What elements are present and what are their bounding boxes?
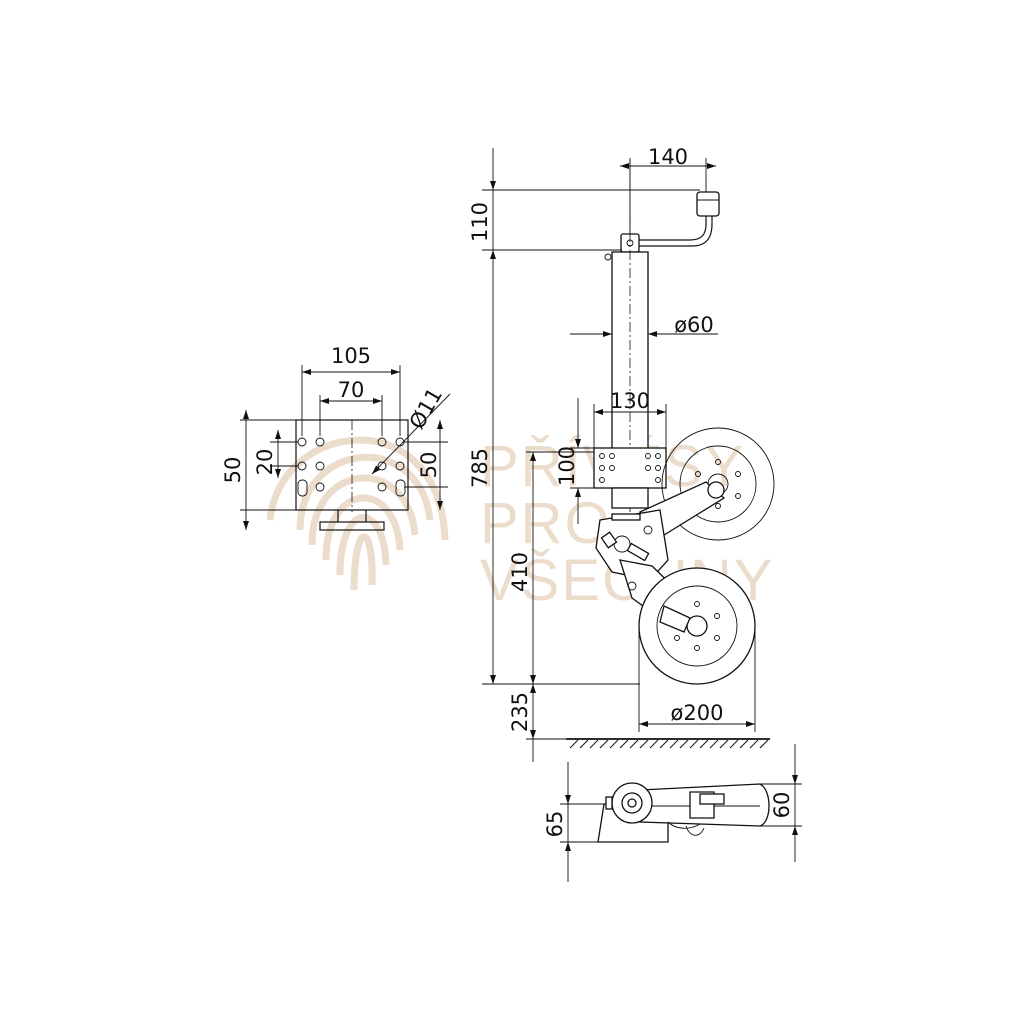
dim-crank-reach: 140 xyxy=(648,145,688,169)
ground-line xyxy=(566,738,770,749)
dim-ground-travel: 235 xyxy=(508,692,532,732)
dim-tube-diameter: ø60 xyxy=(674,313,714,337)
plate-foot xyxy=(319,521,385,531)
watermark-line-2: PRO xyxy=(480,491,612,556)
dim-axle-height: 410 xyxy=(508,552,532,592)
dim-hole-pitch: 20 xyxy=(253,449,277,476)
dim-plate-height-left: 50 xyxy=(221,457,245,484)
mounting-plate-view: 105 70 Ø11 50 20 50 xyxy=(221,344,451,531)
jockey-wheel-side-view: 140 110 785 ø60 130 100 410 235 xyxy=(468,145,775,762)
dim-base-height-right: 60 xyxy=(770,792,794,819)
crank-handle xyxy=(604,191,720,261)
dim-plate-width: 105 xyxy=(331,344,371,368)
dim-wheel-diameter: ø200 xyxy=(671,701,724,725)
dim-hole-spacing: 70 xyxy=(338,378,365,402)
clamp-plate xyxy=(593,447,667,489)
dim-clamp-height: 100 xyxy=(555,446,579,486)
dim-hole-diameter: Ø11 xyxy=(405,384,447,433)
dim-crank-height: 110 xyxy=(468,202,492,242)
dim-base-height-left: 65 xyxy=(543,811,567,838)
wheel-extended xyxy=(638,567,756,685)
dim-plate-height-right: 50 xyxy=(417,452,441,479)
top-view: 65 60 xyxy=(543,744,802,882)
dim-clamp-width: 130 xyxy=(610,389,650,413)
dim-total-height: 785 xyxy=(468,448,492,488)
watermark-fingerprint-icon xyxy=(266,436,449,591)
clamp-holes xyxy=(599,453,661,483)
